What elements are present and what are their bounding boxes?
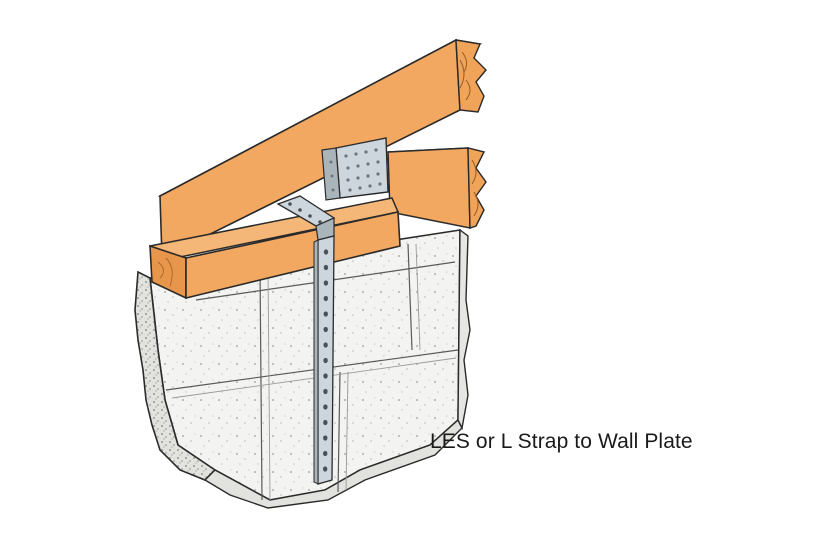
rim-board-side xyxy=(387,147,471,229)
strap-hole xyxy=(323,419,328,426)
strap-hole xyxy=(322,466,328,472)
top-joist xyxy=(157,38,487,260)
strap-hole xyxy=(323,357,328,364)
rim-board xyxy=(387,147,487,229)
perforated-l-strap xyxy=(276,195,336,485)
strap-hole xyxy=(323,388,328,395)
angle-connector xyxy=(321,137,389,201)
caption-label: LES or L Strap to Wall Plate xyxy=(430,430,693,453)
strap-hole xyxy=(323,435,328,441)
strap-hole xyxy=(323,295,329,302)
strap-hole xyxy=(323,326,328,333)
masonry-wall xyxy=(134,228,471,509)
strap-hole xyxy=(323,249,329,255)
rim-board-end xyxy=(467,147,487,229)
strap-hole xyxy=(323,264,329,271)
angle-connector-face xyxy=(335,137,389,199)
strap-hole xyxy=(323,373,328,379)
top-joist-end xyxy=(455,39,487,113)
strap-hole xyxy=(323,404,328,410)
strap-hole xyxy=(323,342,328,348)
wall-plate xyxy=(148,197,401,300)
strap-hole xyxy=(323,311,328,317)
strap-hole xyxy=(323,280,329,286)
strap-hole xyxy=(323,450,328,457)
